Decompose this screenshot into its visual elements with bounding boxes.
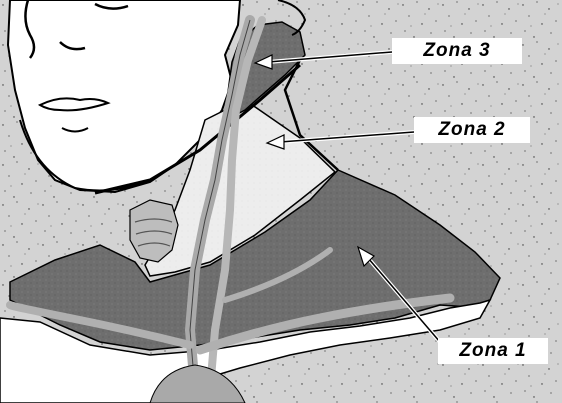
zone-1-label: Zona 1 bbox=[438, 338, 548, 364]
zone-2-label: Zona 2 bbox=[414, 117, 530, 143]
zone-3-label: Zona 3 bbox=[392, 38, 522, 64]
